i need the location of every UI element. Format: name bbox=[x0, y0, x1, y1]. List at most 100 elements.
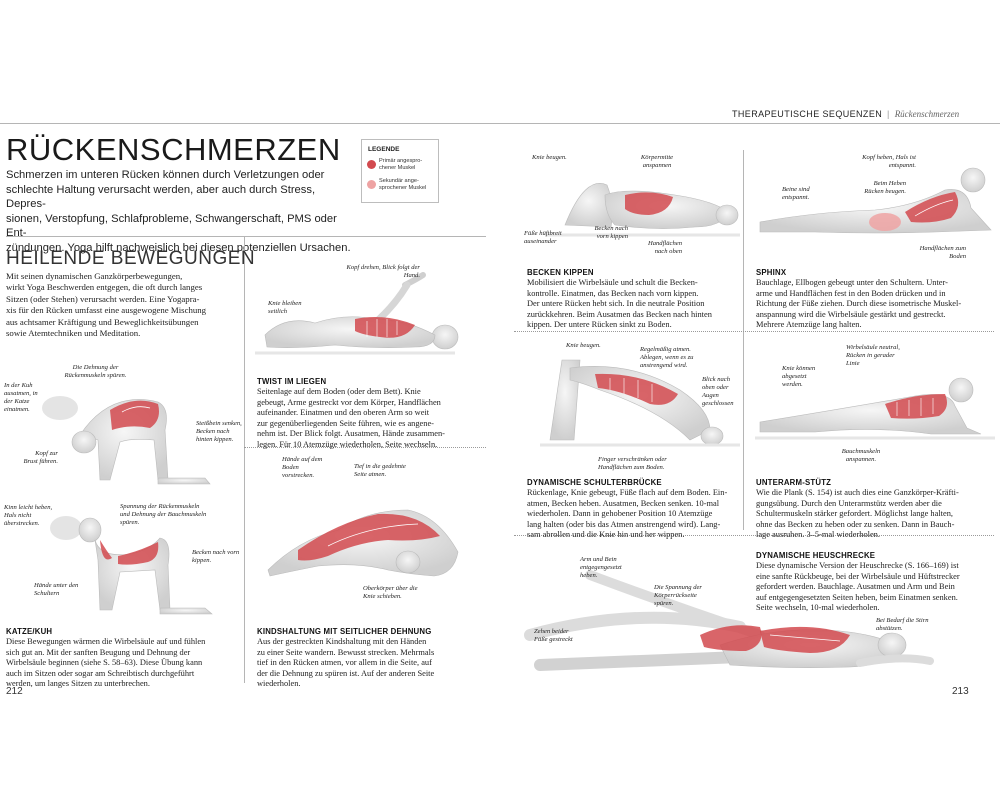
description-line: der die Dehnung zu spüren ist. Auf der a… bbox=[257, 668, 435, 678]
annotation: Arm und Bein entgegengesetzt heben. bbox=[580, 556, 622, 579]
annotation: Finger verschränken oder Handflächen zum… bbox=[598, 456, 667, 471]
annotation: Tief in die gedehnte Seite atmen. bbox=[354, 463, 406, 478]
annotation: Becken nach vorn kippen. bbox=[192, 549, 240, 564]
annotation: Blick nach oben oder Augen geschlossen bbox=[702, 376, 734, 407]
sphinx-illustration bbox=[759, 167, 992, 234]
description-line: atmen, Becken heben. Ausatmen, Becken se… bbox=[527, 498, 720, 508]
annotation: Beine sind entspannt. bbox=[782, 186, 810, 201]
description-line: Wirbelsäule beginnen (siehe S. 58–63). D… bbox=[6, 658, 203, 668]
column-divider bbox=[244, 236, 245, 683]
annotation: Knie beugen. bbox=[532, 154, 567, 161]
section-rule bbox=[6, 236, 486, 237]
description-line: wiederholen. bbox=[257, 679, 301, 689]
description-line: Seitenlage auf dem Boden (oder dem Bett)… bbox=[257, 387, 421, 396]
exercise-description: Diese dynamische Version der Heuschrecke… bbox=[756, 561, 994, 614]
section-subheading: HEILENDE BEWEGUNGEN bbox=[6, 248, 256, 269]
section-intro-line: sowie Atemtechniken und Meditation. bbox=[6, 328, 141, 339]
right-column-divider bbox=[743, 150, 744, 530]
description-line: sam abrollen und die Knie hin und her wi… bbox=[527, 530, 685, 540]
exercise-heading: DYNAMISCHE SCHULTERBRÜCKE bbox=[527, 478, 662, 487]
exercise-description: Diese Bewegungen wärmen die Wirbelsäule … bbox=[6, 637, 242, 690]
description-line: sich gut an. Mit der sanften Beugung und… bbox=[6, 647, 191, 657]
description-line: Mehrere Atemzüge lang halten. bbox=[756, 320, 862, 330]
description-line: anspannung wird die Wirbelsäule gestärkt… bbox=[756, 309, 946, 319]
page-number-left: 212 bbox=[6, 686, 23, 697]
section-intro-line: Sitzen (oder Stehen) verursacht werden. … bbox=[6, 293, 200, 304]
legend-secondary-label: Sekundär ange- sprochener Muskel bbox=[379, 178, 426, 192]
section-intro: Mit seinen dynamischen Ganzkörperbewegun… bbox=[6, 271, 242, 339]
legend-primary-label: Primär angespro- chener Muskel bbox=[379, 158, 422, 172]
exercise-description: Rückenlage, Knie gebeugt, Füße flach auf… bbox=[527, 488, 739, 541]
intro-line: zündungen. Yoga hilft nachweislich bei d… bbox=[6, 241, 351, 254]
annotation: Wirbelsäule neutral, Rücken in gerader L… bbox=[846, 344, 900, 367]
page-title: RÜCKENSCHMERZEN bbox=[6, 132, 341, 167]
annotation: Oberkörper über die Knie schieben. bbox=[363, 585, 418, 600]
section-intro-line: Mit seinen dynamischen Ganzkörperbewegun… bbox=[6, 271, 183, 281]
annotation: In der Kuh ausatmen, in der Katze einatm… bbox=[4, 382, 38, 413]
annotation: Beim Heben Rücken beugen. bbox=[864, 180, 906, 195]
description-line: gungsübung. Durch den Unterarmstütz werd… bbox=[756, 498, 942, 508]
column-divider-dotted bbox=[244, 447, 486, 448]
annotation: Hände unter den Schultern bbox=[34, 582, 79, 597]
row-divider bbox=[514, 535, 994, 536]
description-line: Rückenlage, Knie gebeugt, Füße flach auf… bbox=[527, 488, 728, 497]
description-line: Diese dynamische Version der Heuschrecke… bbox=[756, 561, 959, 570]
annotation: Kopf zur Brust führen. bbox=[23, 450, 58, 465]
description-line: zur gegenüberliegenden Seite führen, wie… bbox=[257, 418, 434, 428]
section-intro-line: wirkt Yoga Beschwerden entgegen, die oft… bbox=[6, 282, 203, 293]
description-line: arme und Handflächen fest in den Boden d… bbox=[756, 288, 946, 298]
annotation: Bauchmuskeln anspannen. bbox=[841, 448, 881, 463]
annotation: Knie bleiben seitlich bbox=[268, 300, 302, 315]
legend-title: LEGENDE bbox=[368, 146, 400, 153]
annotation: Die Spannung der Körperrückseite spüren. bbox=[654, 584, 702, 607]
legend-primary-swatch bbox=[367, 160, 376, 169]
bridge-illustration bbox=[540, 359, 740, 447]
annotation: Kopf drehen, Blick folgt der Hand. bbox=[346, 264, 420, 279]
description-line: ohne das Becken zu heben oder zu senken.… bbox=[756, 519, 955, 529]
exercise-heading: SPHINX bbox=[756, 268, 787, 277]
description-line: eine sanfte Rückbeuge, bei der Wirbelsäu… bbox=[756, 571, 960, 581]
section-intro-line: xis für den Rücken umfasst eine ausgewog… bbox=[6, 305, 207, 316]
legend-primary-line: chener Muskel bbox=[379, 165, 416, 171]
exercise-description: Bauchlage, Ellbogen gebeugt unter den Sc… bbox=[756, 278, 994, 331]
exercise-description: Wie die Plank (S. 154) ist auch dies ein… bbox=[756, 488, 994, 541]
exercise-heading: KATZE/KUH bbox=[6, 627, 53, 636]
annotation: Die Dehnung der Rückenmuskeln spüren. bbox=[64, 364, 127, 379]
description-line: auf entgegengesetzten Seiten heben, beim… bbox=[756, 592, 958, 602]
intro-line: schlechte Haltung verursacht werden, abe… bbox=[6, 183, 316, 211]
description-line: zurückkehren. Beim Ausatmen das Becken n… bbox=[527, 309, 712, 319]
cat-pose-illustration bbox=[42, 396, 211, 485]
annotation: Kinn leicht heben, Hals nicht überstreck… bbox=[4, 504, 53, 527]
annotation: Kopf heben, Hals ist entspannt. bbox=[862, 154, 916, 169]
section-intro-line: aus achtsamer Kräftigung und Beweglichke… bbox=[6, 316, 199, 327]
twist-pose-illustration bbox=[255, 272, 459, 355]
description-line: lage ausruhen. 3–5-mal wiederholen. bbox=[756, 530, 880, 540]
description-line: Aus der gestreckten Kindshaltung mit den… bbox=[257, 637, 427, 646]
annotation: Steißbein senken, Becken nach hinten kip… bbox=[196, 420, 242, 443]
description-line: auch im Sitzen oder sogar am Schreibtisc… bbox=[6, 668, 195, 678]
forearm-plank-illustration bbox=[755, 377, 995, 440]
annotation: Handflächen zum Boden bbox=[919, 245, 966, 260]
description-line: zu einer Seite wandern. Bewusst strecken… bbox=[257, 647, 435, 657]
running-header: THERAPEUTISCHE SEQUENZEN | Rückenschmerz… bbox=[732, 109, 959, 119]
description-line: Der untere Rücken hebt sich. In die neut… bbox=[527, 299, 705, 309]
description-line: kippen. Der untere Rücken sinkt zu Boden… bbox=[527, 320, 672, 330]
annotation: Bei Bedarf die Stirn abstützen. bbox=[876, 617, 929, 632]
exercise-heading: DYNAMISCHE HEUSCHRECKE bbox=[756, 551, 876, 560]
annotation: Handflächen nach oben bbox=[647, 240, 682, 255]
running-header-subsection: Rückenschmerzen bbox=[894, 109, 960, 119]
description-line: Mobilisiert die Wirbelsäule und schult d… bbox=[527, 278, 698, 287]
description-line: wiederholen. Dann in gehobener Position … bbox=[527, 509, 713, 519]
legend-primary-line: Primär angespro- bbox=[379, 158, 423, 164]
annotation: Knie können abgesetzt werden. bbox=[782, 365, 816, 388]
description-line: Diese Bewegungen wärmen die Wirbelsäule … bbox=[6, 637, 206, 646]
child-pose-illustration bbox=[267, 509, 459, 577]
description-line: tief in den Rücken atmen, vor allem in d… bbox=[257, 658, 432, 668]
legend-box: LEGENDE Primär angespro- chener Muskel S… bbox=[361, 139, 439, 203]
legend-secondary-line: Sekundär ange- bbox=[379, 178, 419, 184]
running-header-section: THERAPEUTISCHE SEQUENZEN bbox=[732, 109, 883, 119]
description-line: nehm ist. Der Blick folgt. Ausatmen, Hän… bbox=[257, 429, 445, 439]
page-number-right: 213 bbox=[952, 686, 969, 697]
description-line: Seite wechseln, 10-mal wiederholen. bbox=[756, 603, 880, 613]
description-line: werden, um langes Sitzen zu unterbrechen… bbox=[6, 679, 150, 689]
